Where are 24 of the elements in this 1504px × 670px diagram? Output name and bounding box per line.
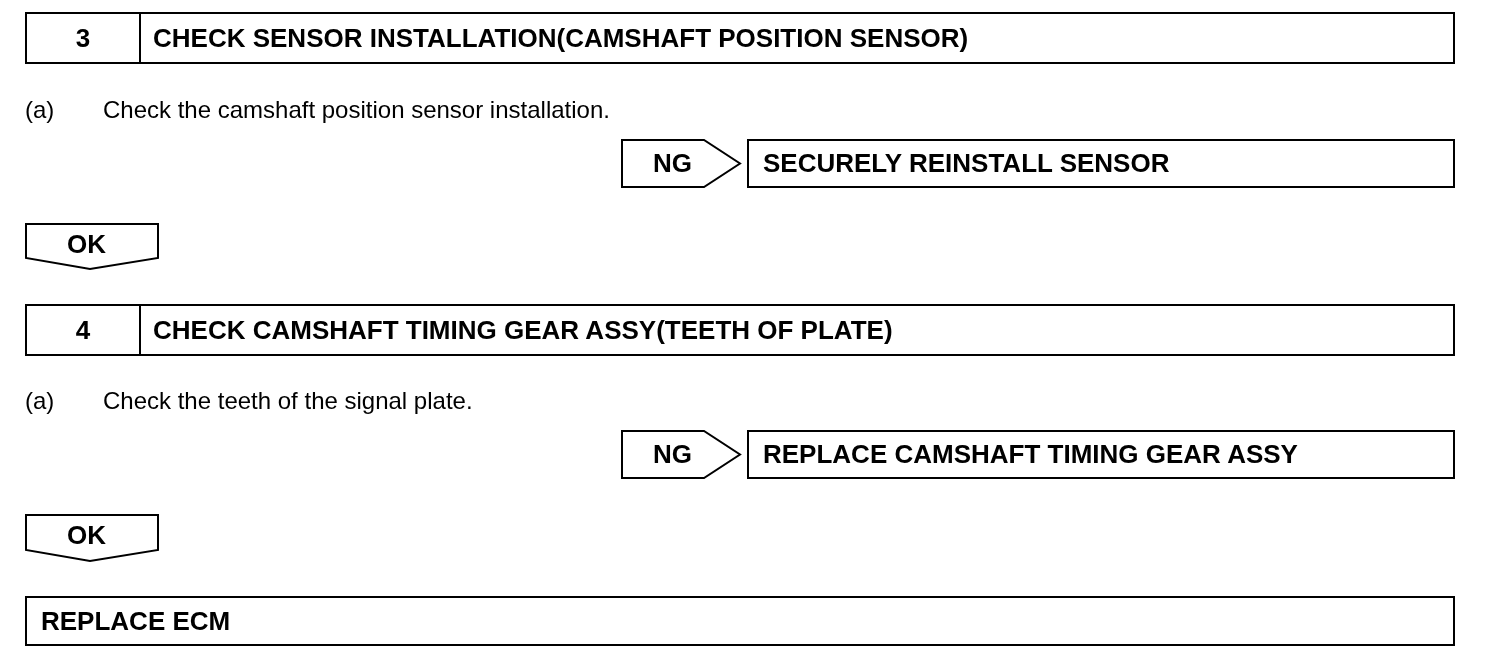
sub-step-marker: (a): [25, 96, 55, 124]
ok-text: OK: [67, 520, 106, 551]
ok-text: OK: [67, 229, 106, 260]
step-number: 4: [74, 314, 92, 346]
result-text: REPLACE CAMSHAFT TIMING GEAR ASSY: [762, 439, 1298, 470]
step-number: 3: [74, 22, 92, 54]
sub-step-marker: (a): [25, 387, 55, 415]
ng-text: NG: [653, 439, 692, 470]
ng-text: NG: [653, 148, 692, 179]
result-box: [747, 139, 1455, 188]
ok-down-arrow-tag: [25, 514, 159, 562]
step-header-box: [25, 12, 1455, 64]
result-box: [25, 596, 1455, 646]
step-title: CHECK CAMSHAFT TIMING GEAR ASSY(TEETH OF PLATE): [152, 314, 893, 346]
ng-arrow-tag: [621, 430, 741, 479]
instruction-text: Check the camshaft position sensor installation.: [103, 96, 610, 124]
step-header-box: [25, 304, 1455, 356]
step-title: CHECK SENSOR INSTALLATION(CAMSHAFT POSITION SENSOR): [152, 22, 969, 54]
ok-down-arrow-tag: [25, 223, 159, 270]
result-box: [747, 430, 1455, 479]
result-text: SECURELY REINSTALL SENSOR: [762, 148, 1170, 179]
ng-arrow-tag: [621, 139, 741, 188]
instruction-text: Check the teeth of the signal plate.: [103, 387, 473, 415]
result-text: REPLACE ECM: [40, 605, 231, 637]
